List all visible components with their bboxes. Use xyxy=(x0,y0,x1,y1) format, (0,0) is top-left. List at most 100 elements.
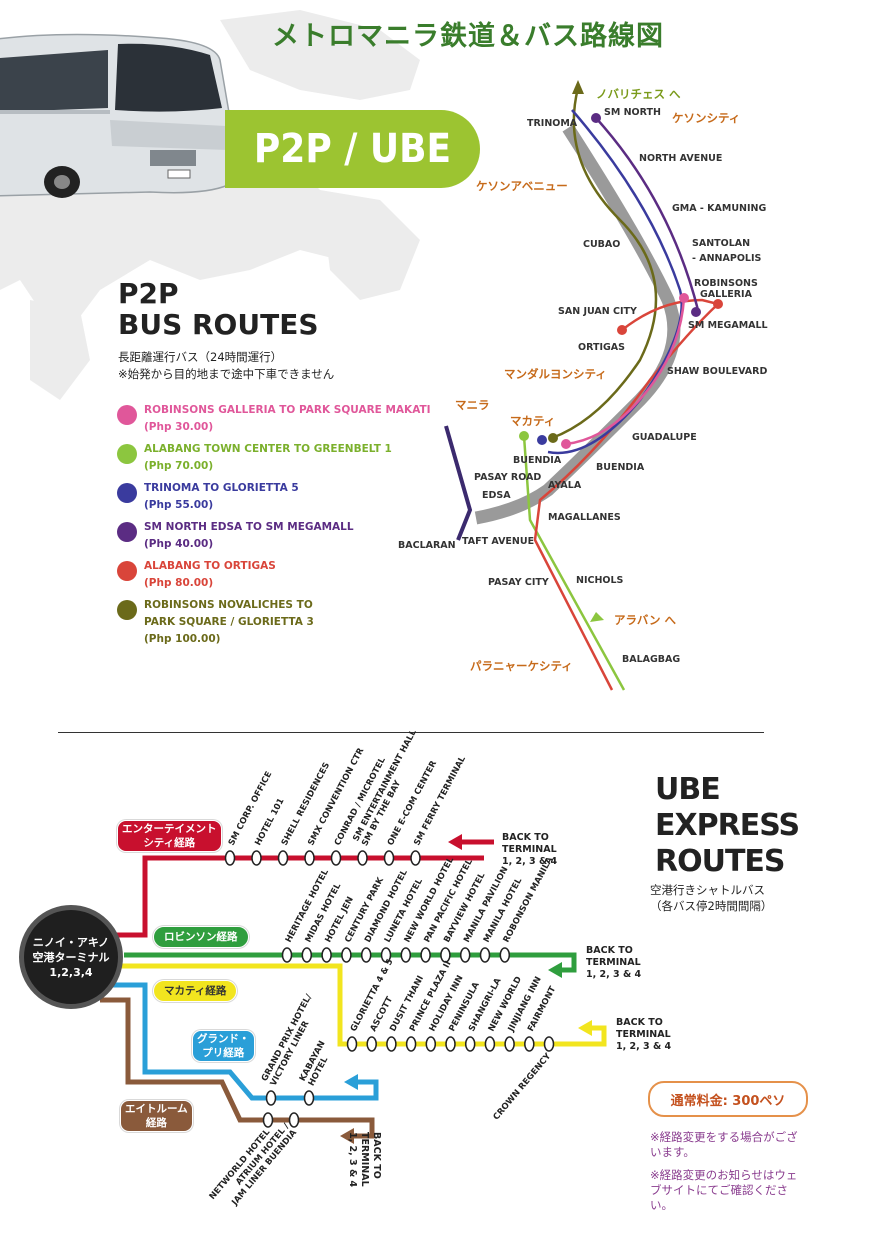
station-label: TRINOMA xyxy=(527,118,578,129)
station-label: GMA - KAMUNING xyxy=(672,203,766,214)
blue-route-line xyxy=(112,982,379,1101)
area-label: ケソンアベニュー xyxy=(476,179,568,193)
stop-label: CROWN REGENCY xyxy=(492,1051,554,1122)
p2p-subtitle: 長距離運行バス（24時間運行） ※始発から目的地まで途中下車できません xyxy=(118,349,334,383)
airport-terminal-hub: ニノイ・アキノ 空港ターミナル 1,2,3,4 xyxy=(19,905,123,1009)
route-color-dot xyxy=(117,561,137,581)
station-label: PASAY ROAD xyxy=(474,472,541,483)
station-label: BALAGBAG xyxy=(622,654,680,665)
p2p-subtitle-line2: ※始発から目的地まで途中下車できません xyxy=(118,367,335,381)
ube-heading-line2: EXPRESS xyxy=(655,808,800,843)
route-name: ALABANG TO ORTIGAS xyxy=(144,560,276,572)
stop-marker xyxy=(281,947,293,963)
route-color-dot xyxy=(117,405,137,425)
stop-marker xyxy=(543,1036,555,1052)
stop-marker xyxy=(224,850,236,866)
stop-greenbelt xyxy=(519,431,529,441)
route-sm-north xyxy=(595,117,700,313)
legend-item: ALABANG TOWN CENTER TO GREENBELT 1 (Php … xyxy=(117,441,431,475)
route-price: (Php 55.00) xyxy=(144,499,214,511)
route-name: TRINOMA TO GLORIETTA 5 xyxy=(144,482,299,494)
stop-sm-north xyxy=(591,113,601,123)
route-tag-makati: マカティ経路 xyxy=(153,980,238,1002)
stop-label: SM FERRY TERMINAL xyxy=(412,754,468,847)
back-to-terminal-blue: BACK TO TERMINAL 1, 2, 3 & 4 xyxy=(347,1132,382,1188)
stop-marker xyxy=(330,850,342,866)
stop-marker xyxy=(440,947,451,963)
legend-item: ROBINSONS GALLERIA TO PARK SQUARE MAKATI… xyxy=(117,402,431,436)
stop-marker xyxy=(400,947,412,963)
ube-subtitle: 空港行きシャトルバス （各バス停2時間間隔） xyxy=(650,883,773,913)
stop-marker xyxy=(262,1112,274,1128)
stop-marker xyxy=(504,1036,515,1052)
station-label: PASAY CITY xyxy=(488,577,549,588)
stop-marker xyxy=(445,1036,456,1052)
stop-park-square xyxy=(548,433,558,443)
legend-item: ROBINSONS NOVALICHES TO PARK SQUARE / GL… xyxy=(117,597,431,648)
area-label: パラニャーケシティ xyxy=(470,659,573,673)
stop-marker xyxy=(346,1036,358,1052)
stop-marker xyxy=(357,850,368,866)
p2p-ube-banner: P2P / UBE xyxy=(225,110,480,188)
stop-marker xyxy=(459,947,471,963)
p2p-heading: P2P BUS ROUTES xyxy=(118,278,318,340)
stop-robinsons xyxy=(679,293,689,303)
stop-glorietta xyxy=(537,435,547,445)
route-tag-entertainment: エンターテイメント シティ経路 xyxy=(117,820,222,852)
station-label: - ANNAPOLIS xyxy=(692,253,761,264)
stop-marker xyxy=(420,947,431,963)
back-to-terminal-red: BACK TO TERMINAL 1, 2, 3 & 4 xyxy=(502,832,558,867)
route-price: (Php 40.00) xyxy=(144,538,214,550)
route-name: SM NORTH EDSA TO SM MEGAMALL xyxy=(144,521,354,533)
stop-robinsons-red xyxy=(713,299,723,309)
route-name: ROBINSONS GALLERIA TO PARK SQUARE MAKATI xyxy=(144,404,431,416)
stop-marker xyxy=(410,850,421,866)
station-label: SHAW BOULEVARD xyxy=(667,366,767,377)
route-ortigas xyxy=(533,298,721,691)
area-label: マカティ xyxy=(510,414,555,428)
station-label: ORTIGAS xyxy=(578,342,625,353)
legend-item: TRINOMA TO GLORIETTA 5 (Php 55.00) xyxy=(117,480,431,514)
stop-marker xyxy=(277,850,289,866)
route-novaliches xyxy=(551,87,658,440)
p2p-route-legend: ROBINSONS GALLERIA TO PARK SQUARE MAKATI… xyxy=(117,402,431,653)
stop-megamall xyxy=(691,307,701,317)
arrow-north xyxy=(572,80,584,94)
station-label: EDSA xyxy=(482,490,511,501)
ube-heading-line1: UBE xyxy=(655,772,721,807)
stop-marker xyxy=(405,1036,417,1052)
station-label: CUBAO xyxy=(583,239,620,250)
back-to-terminal-yellow: BACK TO TERMINAL 1, 2, 3 & 4 xyxy=(616,1017,672,1052)
station-label: SANTOLAN xyxy=(692,238,750,249)
route-price: (Php 80.00) xyxy=(144,577,214,589)
legend-item: SM NORTH EDSA TO SM MEGAMALL (Php 40.00) xyxy=(117,519,431,553)
route-price: (Php 70.00) xyxy=(144,460,214,472)
p2p-route-map: ノバリチェス へ ケソンシティ ケソンアベニュー マンダルヨンシティ マニラ マ… xyxy=(398,80,768,691)
route-tag-grand-prix: グランド・ プリ経路 xyxy=(192,1030,255,1062)
station-label: MAGALLANES xyxy=(548,512,621,523)
route-galleria xyxy=(565,297,686,446)
taft-line xyxy=(444,425,473,541)
stop-marker xyxy=(360,947,372,963)
stop-ortigas xyxy=(617,325,627,335)
station-label: BACLARAN xyxy=(398,540,456,551)
stop-marker xyxy=(304,850,315,866)
area-label: アラバン へ xyxy=(614,613,676,627)
station-label: NORTH AVENUE xyxy=(639,153,722,164)
stop-marker xyxy=(499,947,511,963)
station-label: TAFT AVENUE xyxy=(462,536,534,547)
p2p-heading-line1: P2P xyxy=(118,277,179,310)
ube-heading-line3: ROUTES xyxy=(655,844,786,879)
station-label: GUADALUPE xyxy=(632,432,697,443)
ube-heading: UBE EXPRESS ROUTES xyxy=(655,772,800,880)
p2p-heading-line2: BUS ROUTES xyxy=(118,308,319,341)
stop-marker xyxy=(341,947,352,963)
route-tag-eight-room: エイトルーム 経路 xyxy=(120,1100,193,1132)
station-label: BUENDIA xyxy=(513,455,562,466)
stop-label: SHELL RESIDENCES xyxy=(280,761,332,847)
route-color-dot xyxy=(117,444,137,464)
area-label: ケソンシティ xyxy=(672,111,740,125)
area-label: マンダルヨンシティ xyxy=(504,367,607,381)
page-title: メトロマニラ鉄道＆バス路線図 xyxy=(272,21,664,52)
